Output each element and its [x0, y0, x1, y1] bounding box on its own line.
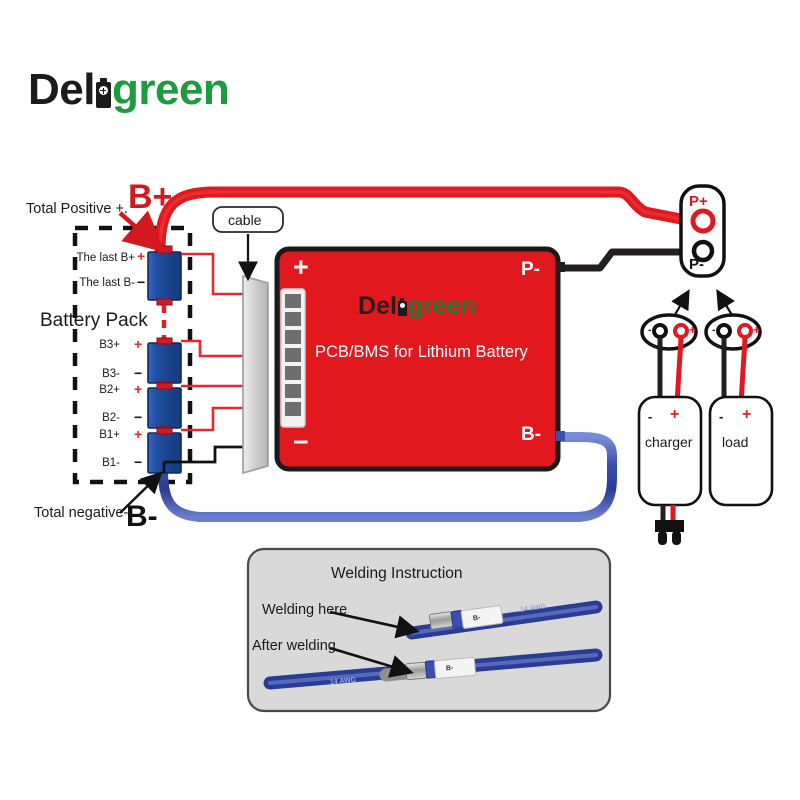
pcb-battery-icon	[397, 298, 407, 316]
charger-plug-sign-plus: +	[689, 323, 697, 337]
load-assembly	[704, 313, 774, 507]
terminal-label-p-plus: P+	[689, 193, 708, 210]
load-sign-plus: +	[742, 406, 752, 423]
terminal-ring-p-minus	[691, 239, 715, 263]
battery-cell-b3	[147, 337, 182, 389]
welding-step2-cable-tag: B-	[445, 664, 454, 673]
brand-logo-dark: Del	[28, 65, 95, 114]
total-positive-label: Total Positive +.	[26, 201, 128, 217]
cell-sign-b2-plus: +	[134, 381, 143, 397]
welding-step1-cable-tag: B-	[472, 614, 481, 623]
pcb-pad-p-minus	[556, 262, 565, 272]
brand-logo: Del green	[28, 65, 230, 114]
cell-sign-last-plus: +	[137, 248, 146, 264]
b-minus-pointer-arrow	[119, 471, 163, 514]
battery-cell-top	[147, 245, 182, 306]
welding-step2-label: After welding	[252, 638, 336, 654]
b-plus-tag: B+	[128, 178, 173, 216]
load-plug-sign-minus: -	[712, 325, 716, 336]
pcb-logo-green: green	[407, 292, 476, 320]
cell-sign-b1-minus: −	[134, 454, 143, 470]
main-negative-cable	[158, 432, 617, 522]
cell-label-b1-plus: B1+	[99, 429, 120, 441]
cell-label-b3-minus: B3-	[102, 368, 120, 380]
battery-pack-label: Battery Pack	[40, 310, 148, 331]
pcb-mark-p-minus: P-	[521, 259, 540, 280]
cell-sign-b3-minus: −	[134, 365, 143, 381]
output-terminal-block	[679, 184, 726, 278]
brand-logo-green: green	[111, 65, 230, 114]
p-minus-wire	[554, 248, 690, 272]
load-plug-sign-plus: +	[753, 323, 761, 337]
cell-label-b3-plus: B3+	[99, 339, 120, 351]
cell-label-last-plus: The last B+	[76, 252, 136, 264]
charger-label: charger	[645, 434, 693, 450]
pcb-logo-dark: Del	[358, 292, 397, 320]
cell-label-b2-minus: B2-	[102, 412, 120, 424]
load-sign-minus: -	[719, 409, 724, 424]
cable-callout-box	[212, 206, 284, 233]
welding-here-arrow	[329, 610, 420, 639]
bms-pcb-board	[274, 246, 565, 472]
cable-connector-plug	[242, 274, 269, 475]
charger-sign-plus: +	[670, 406, 680, 423]
balance-wire-negative	[162, 445, 245, 473]
terminal-label-p-minus: P-	[689, 256, 704, 273]
cable-callout-label: cable	[228, 212, 262, 228]
after-welding-arrow	[329, 646, 414, 678]
load-label: load	[722, 434, 749, 450]
welding-instruction-panel	[246, 547, 612, 713]
welding-step1-cable	[405, 600, 603, 640]
battery-cell-b2	[147, 382, 182, 434]
b-minus-tag: B-	[126, 500, 158, 533]
total-negative-label: Total negative-	[34, 505, 129, 521]
pcb-brand-logo: Del green	[358, 294, 476, 319]
battery-icon	[95, 78, 111, 108]
b-plus-pointer-arrow	[118, 210, 166, 253]
balance-wires	[181, 252, 245, 432]
cell-sign-b1-plus: +	[134, 426, 143, 442]
pcb-tagline: PCB/BMS for Lithium Battery	[315, 343, 528, 361]
charger-sign-minus: -	[648, 409, 653, 424]
welding-step2-cable	[263, 648, 603, 690]
pcb-mark-b-minus: B-	[521, 424, 542, 445]
cell-sign-b2-minus: −	[134, 409, 143, 425]
cell-label-b2-plus: B2+	[99, 384, 120, 396]
cell-sign-b3-plus: +	[134, 336, 143, 352]
cell-label-last-minus: The last B-	[79, 277, 135, 289]
pcb-mark-minus: −	[293, 427, 309, 457]
charger-assembly	[637, 313, 703, 545]
pcb-pad-b-minus	[556, 431, 565, 441]
pcb-mark-plus: +	[293, 252, 309, 282]
terminal-ring-p-plus	[690, 208, 716, 234]
pcb-connector-pins	[285, 294, 301, 416]
charger-plug-sign-minus: -	[648, 325, 652, 336]
cell-label-b1-minus: B1-	[102, 457, 120, 469]
welding-step1-label: Welding here	[262, 602, 348, 618]
welding-panel-title: Welding Instruction	[331, 565, 463, 582]
cell-sign-last-minus: −	[137, 274, 146, 290]
